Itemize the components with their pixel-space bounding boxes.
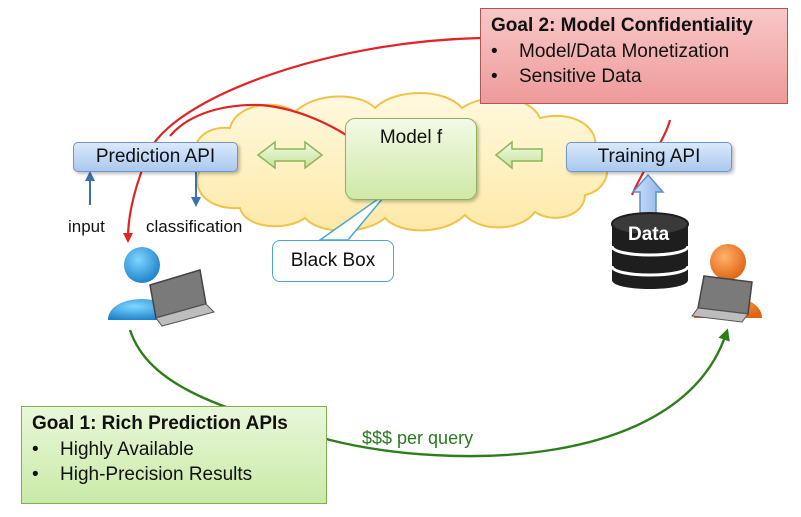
goal2-item: Sensitive Data (491, 66, 777, 88)
training-api-box: Training API (566, 142, 732, 172)
goal1-box: Goal 1: Rich Prediction APIs Highly Avai… (21, 406, 327, 504)
model-box: Model f (345, 118, 477, 200)
user-orange-icon (691, 244, 762, 323)
goal1-list: Highly Available High-Precision Results (32, 439, 316, 486)
left-arrow-icon (494, 140, 543, 170)
double-arrow-icon (256, 140, 324, 170)
data-label: Data (628, 224, 670, 245)
training-api-label: Training API (597, 146, 701, 167)
goal1-item: Highly Available (32, 439, 316, 461)
up-arrow-icon (631, 173, 665, 215)
red-arrow-outer (123, 36, 481, 243)
prediction-api-box: Prediction API (73, 142, 238, 172)
goal2-item: Model/Data Monetization (491, 41, 777, 63)
database-icon (610, 212, 690, 289)
classification-label: classification (146, 217, 243, 236)
input-label: input (68, 217, 105, 236)
goal1-title: Goal 1: Rich Prediction APIs (32, 413, 288, 434)
goal2-box: Goal 2: Model Confidentiality Model/Data… (480, 8, 788, 104)
model-label: Model f (379, 127, 443, 148)
black-box-label: Black Box (290, 250, 376, 271)
goal2-list: Model/Data Monetization Sensitive Data (491, 41, 777, 88)
green-payment-arrow (128, 328, 730, 458)
user-blue-icon (108, 247, 215, 327)
goal1-item: High-Precision Results (32, 464, 316, 486)
prediction-api-label: Prediction API (95, 146, 216, 167)
goal2-title: Goal 2: Model Confidentiality (491, 15, 753, 36)
black-box-callout: Black Box (272, 240, 394, 282)
price-label: $$$ per query (362, 428, 474, 448)
